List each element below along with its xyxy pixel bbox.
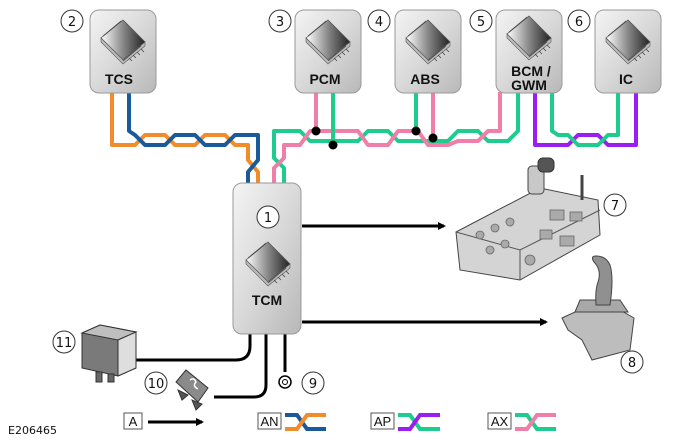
svg-text:4: 4 — [375, 15, 383, 30]
wire-ic-purple — [533, 92, 638, 147]
svg-text:10: 10 — [148, 377, 165, 392]
splice-dot — [328, 140, 338, 150]
module-ic[interactable]: IC — [594, 9, 662, 94]
svg-text:3: 3 — [276, 15, 284, 30]
wire-tcs-orange — [110, 92, 260, 185]
svg-text:A: A — [129, 414, 138, 429]
svg-text:AP: AP — [374, 414, 391, 429]
callout-8: 8 — [620, 350, 644, 374]
callout-6: 6 — [567, 9, 591, 33]
callout-2: 2 — [60, 9, 84, 33]
relay-icon[interactable] — [80, 324, 138, 383]
legend-item-ax: AX — [487, 412, 556, 431]
splice-dot — [428, 133, 438, 143]
callout-5: 5 — [469, 9, 493, 33]
valve-body-icon[interactable] — [455, 157, 601, 281]
svg-text:AX: AX — [491, 414, 509, 429]
figure-reference: E206465 — [8, 424, 57, 437]
callout-7: 7 — [603, 193, 627, 217]
svg-text:6: 6 — [575, 15, 583, 30]
module-tcm[interactable]: TCM — [232, 182, 302, 335]
wire-tcs-blue — [127, 92, 260, 185]
module-label: GWM — [511, 77, 547, 93]
callout-4: 4 — [367, 9, 391, 33]
gear-selector-icon[interactable] — [561, 255, 635, 361]
splice-dot — [311, 126, 321, 136]
callout-3: 3 — [268, 9, 292, 33]
callout-11: 11 — [52, 330, 76, 354]
module-tcs[interactable]: TCS — [89, 9, 157, 94]
svg-text:7: 7 — [611, 199, 619, 214]
callout-10: 10 — [144, 371, 168, 395]
svg-text:9: 9 — [309, 377, 317, 392]
wire-bus-green — [272, 92, 520, 185]
module-label: BCM / — [511, 63, 551, 79]
svg-text:2: 2 — [68, 15, 76, 30]
callout-1: 1 — [256, 205, 280, 229]
svg-text:1: 1 — [264, 211, 272, 226]
legend-item-an: AN — [257, 412, 326, 431]
module-label: ABS — [410, 71, 440, 87]
legend-item-a: A — [123, 412, 204, 430]
module-pcm[interactable]: PCM — [294, 9, 362, 94]
legend-item-ap: AP — [370, 412, 440, 431]
splice-dot — [411, 126, 421, 136]
callout-9: 9 — [301, 371, 325, 395]
ground-eyelet-icon — [278, 375, 292, 389]
module-abs[interactable]: ABS — [394, 9, 462, 94]
module-label: PCM — [309, 71, 340, 87]
wire-relay-tcm — [136, 333, 252, 362]
legend: A AN AP AX — [123, 412, 556, 431]
svg-text:8: 8 — [628, 356, 636, 371]
svg-text:11: 11 — [56, 336, 73, 351]
svg-text:5: 5 — [477, 15, 485, 30]
wire-bus-pink — [272, 92, 502, 185]
module-label: TCM — [252, 292, 282, 308]
svg-text:AN: AN — [260, 414, 278, 429]
module-bcm-gwm[interactable]: BCM / GWM — [495, 9, 563, 94]
wire-ic-green — [550, 92, 620, 147]
module-label: TCS — [105, 71, 133, 87]
fuse-icon[interactable] — [175, 369, 209, 411]
wire-fuse-tcm — [214, 333, 268, 399]
module-label: IC — [619, 71, 633, 87]
